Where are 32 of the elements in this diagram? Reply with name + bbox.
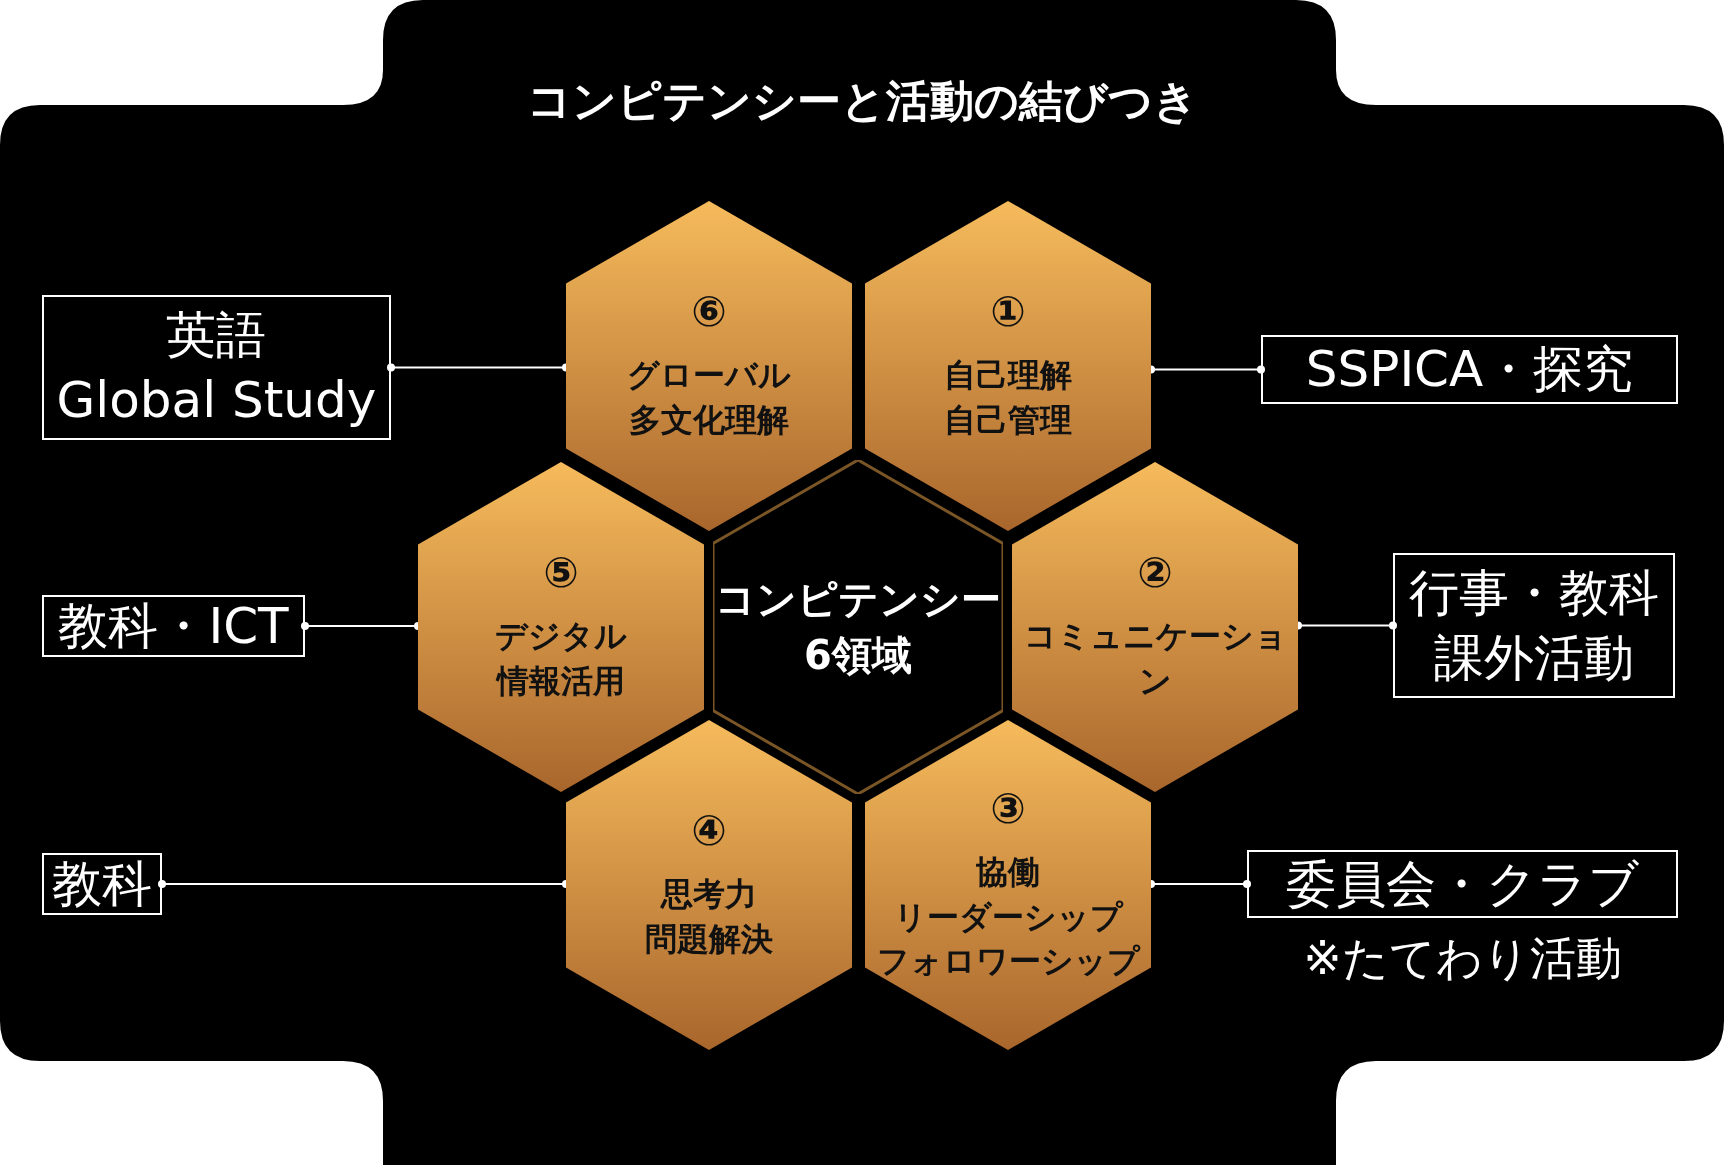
title: コンピテンシーと活動の結びつき (526, 75, 1198, 126)
hexagon-tile (865, 720, 1151, 1050)
competency-label: デジタル情報活用 (495, 616, 627, 703)
activity-label: 委員会・クラブ (1286, 853, 1639, 915)
circled-number: ④ (691, 808, 727, 855)
circled-number: ③ (990, 785, 1026, 832)
activity-label: 教科 (52, 853, 152, 915)
hexagon-tile (713, 460, 1003, 794)
activity-box (1261, 335, 1678, 404)
circled-number: ① (990, 289, 1026, 336)
competency-label: 協働リーダーシップフォロワーシップ (876, 851, 1140, 983)
activity-box (1393, 553, 1675, 698)
circled-number: ⑥ (691, 289, 727, 336)
activity-label: 英語 Global Study (56, 304, 377, 431)
activity-label: 教科・ICT (58, 595, 289, 657)
circled-number: ⑤ (543, 550, 579, 597)
activity-box (42, 853, 162, 915)
note-text: ※たてわり活動 (1302, 930, 1623, 987)
circled-number: ② (1137, 550, 1173, 597)
hexagon-tile (566, 720, 852, 1050)
competency-label: グローバル多文化理解 (627, 355, 791, 442)
activity-label: SSPICA・探究 (1305, 339, 1634, 400)
competency-label: 思考力問題解決 (645, 874, 773, 961)
competency-label: 自己理解自己管理 (944, 355, 1072, 442)
hexagon-tile (566, 201, 852, 531)
competency-label: コンピテンシー6領域 (715, 575, 1001, 680)
activity-box (42, 295, 391, 440)
activity-label: 行事・教科課外活動 (1409, 562, 1659, 689)
competency-label: コミュニケーション (1022, 616, 1288, 703)
hexagon-tile (1012, 462, 1298, 792)
hexagon-tile (418, 462, 704, 792)
hexagon-tile (865, 201, 1151, 531)
